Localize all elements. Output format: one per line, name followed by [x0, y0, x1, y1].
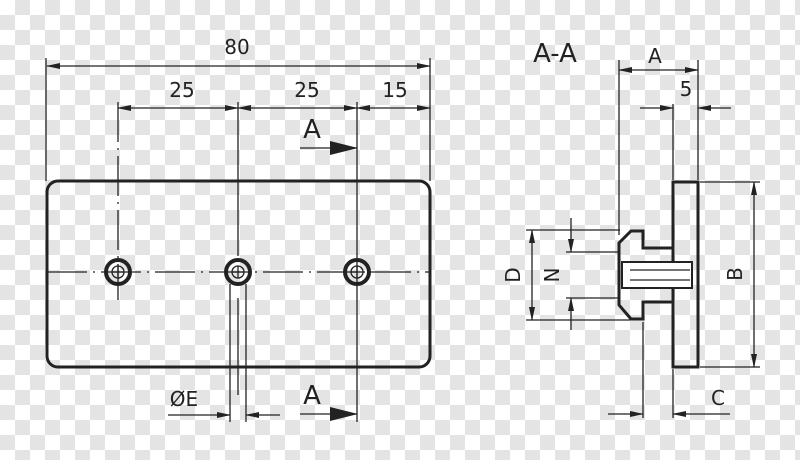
- section-title: A-A: [533, 39, 577, 69]
- hub: [617, 229, 673, 321]
- dim-15-label: 15: [382, 78, 407, 102]
- hole: [104, 258, 132, 286]
- dim-a-label: A: [648, 44, 662, 68]
- dim-25a-label: 25: [169, 78, 194, 102]
- dim-b-label: B: [723, 267, 747, 281]
- dim-80-label: 80: [224, 35, 249, 59]
- dim-c-label: C: [711, 386, 725, 410]
- section-label-bottom: A: [303, 381, 321, 411]
- hole: [224, 258, 252, 286]
- section-label-top: A: [303, 115, 321, 145]
- front-view: 80 25 25 15 ØE A A: [45, 35, 432, 422]
- bolt-bore: [621, 261, 693, 289]
- dim-5-label: 5: [680, 77, 693, 101]
- dim-d-label: D: [501, 267, 525, 282]
- section-view: A-A A 5 B C D: [501, 39, 760, 418]
- hole: [343, 258, 371, 286]
- dim-e-label: ØE: [170, 387, 198, 411]
- dim-n-label: N: [540, 268, 564, 283]
- dim-25b-label: 25: [294, 78, 319, 102]
